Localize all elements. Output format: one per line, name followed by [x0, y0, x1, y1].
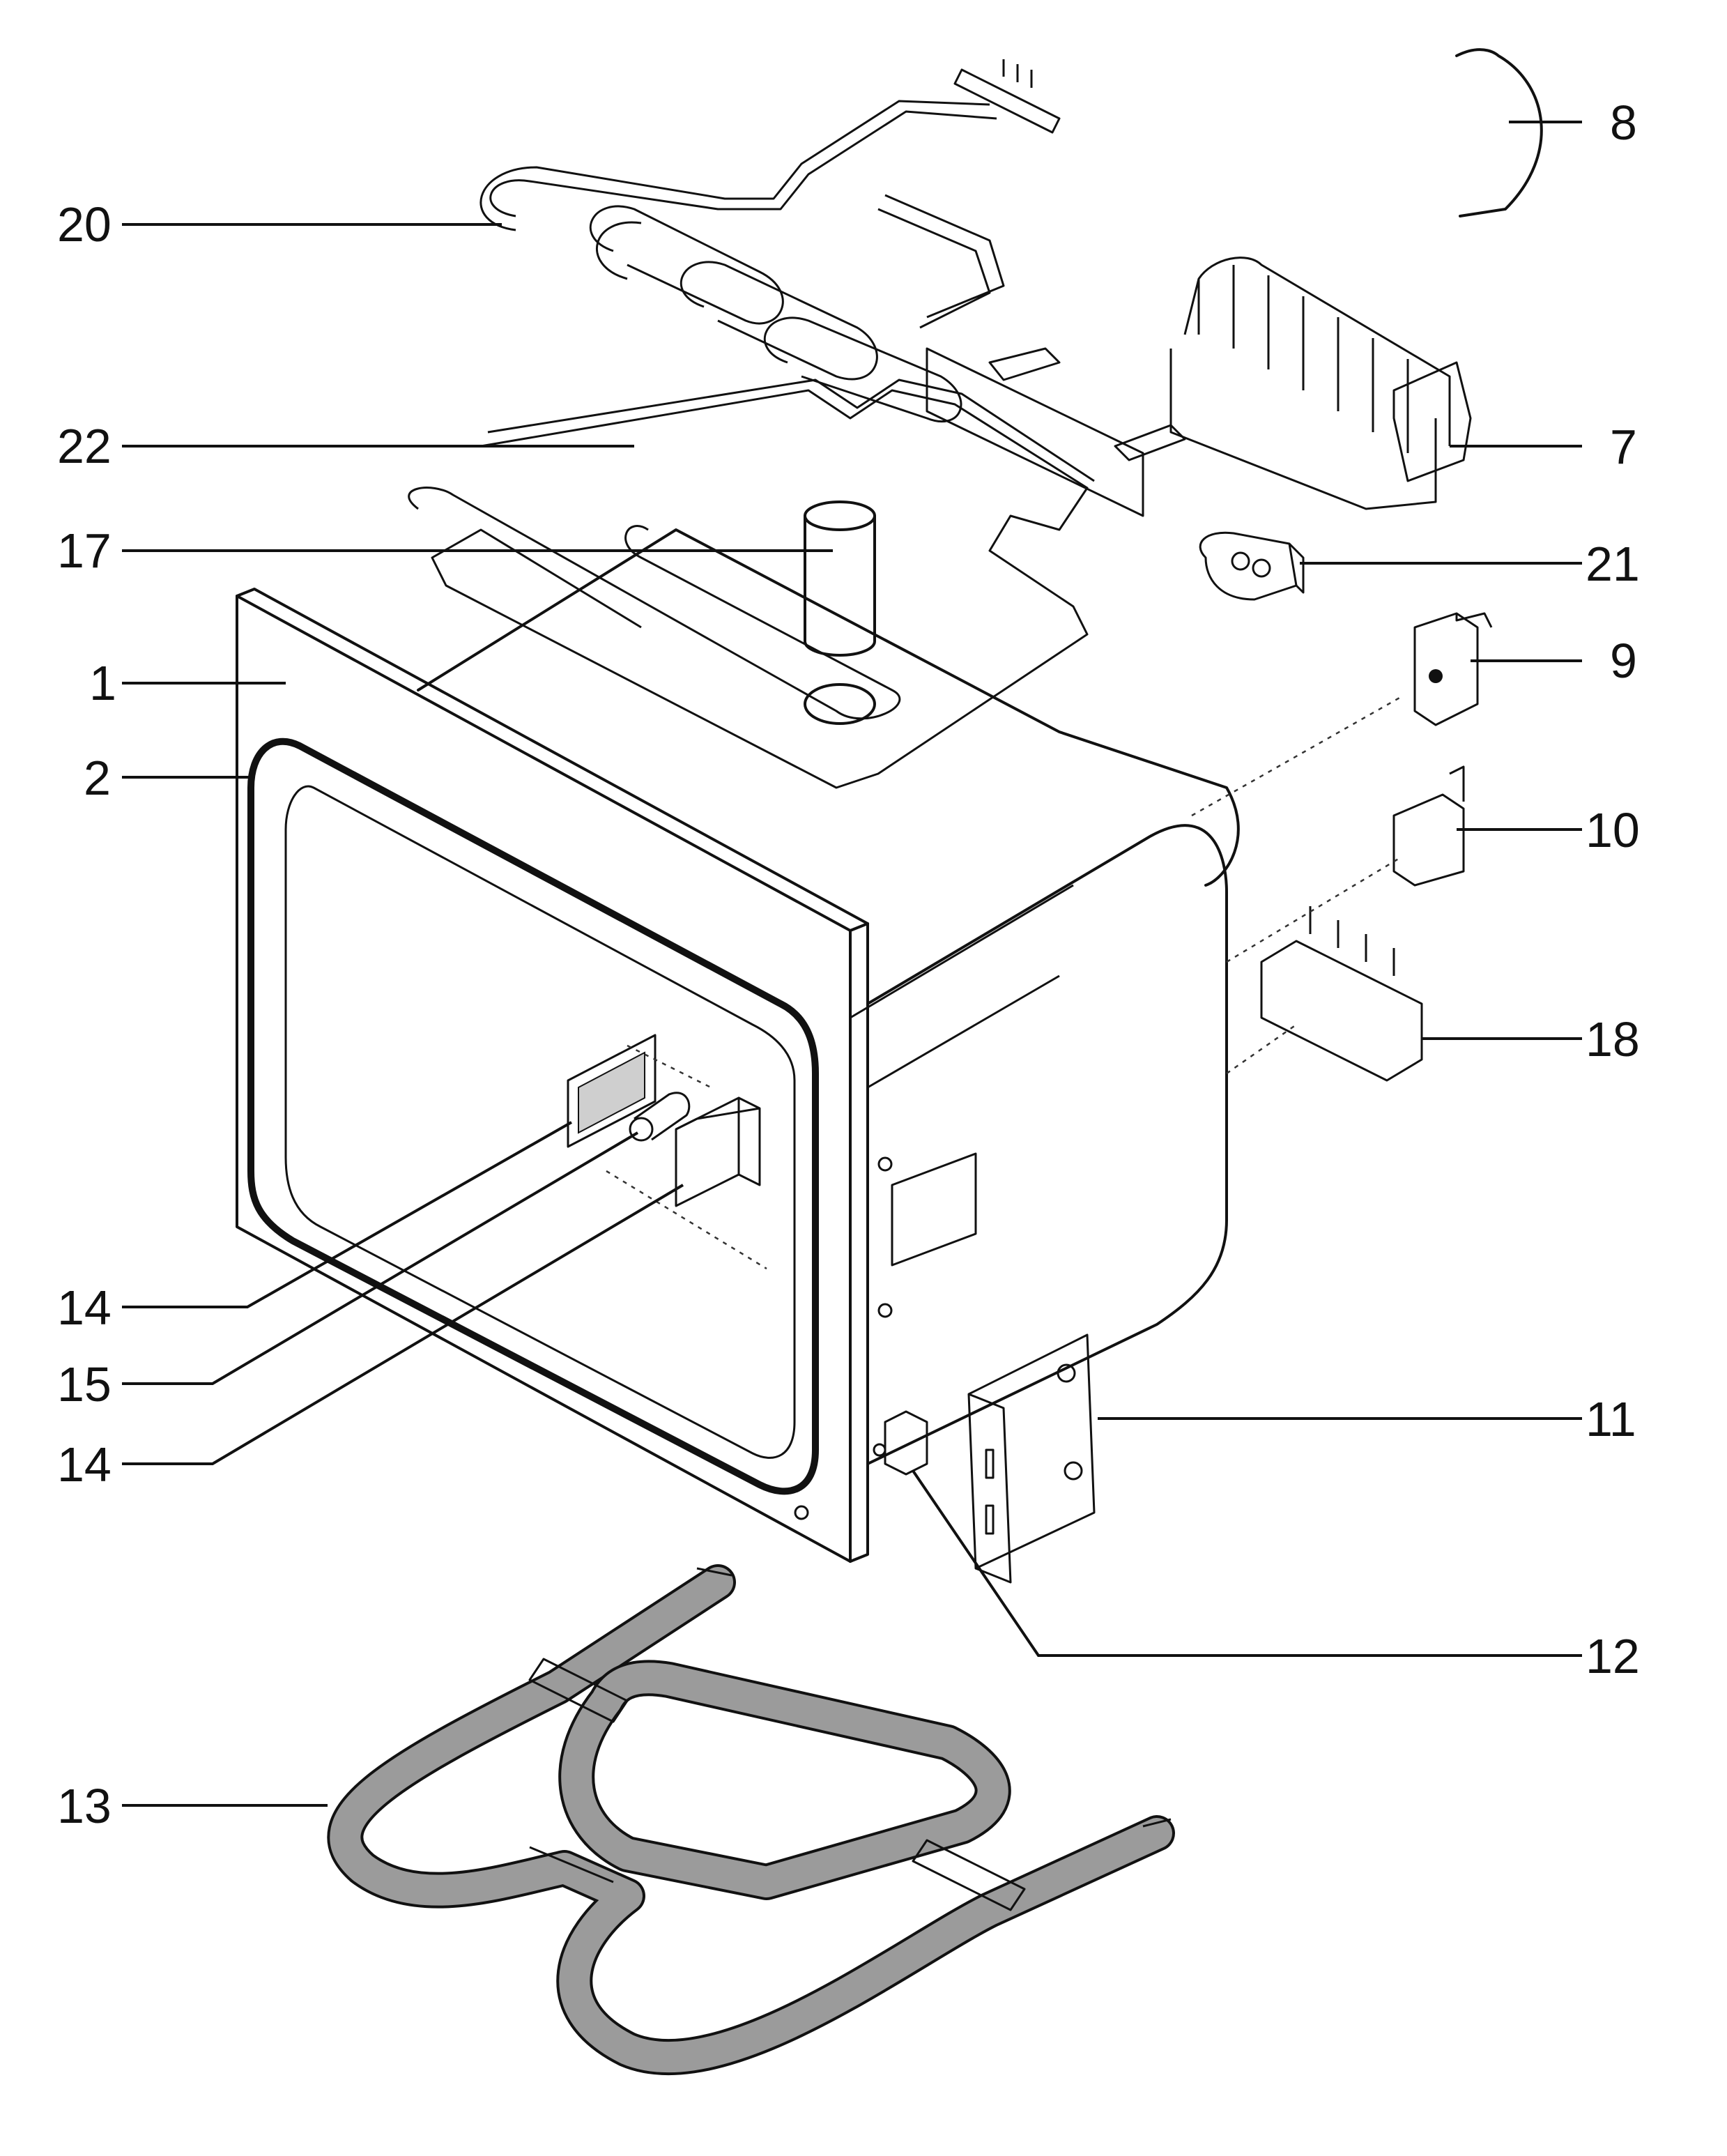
part-13-bottom-heating-element — [327, 1564, 1175, 2076]
leader-lines — [122, 121, 1582, 1807]
callout-11: 11 — [1586, 1392, 1636, 1446]
part-8-wire-clip — [1455, 48, 1543, 217]
callout-22: 22 — [57, 419, 112, 473]
callout-21: 21 — [1586, 537, 1640, 591]
part-22-bake-element — [408, 379, 1095, 789]
part-15-lamp — [629, 1092, 691, 1142]
assembly-guide-lines — [606, 696, 1402, 1270]
part-9-thermostat — [1413, 612, 1493, 726]
callout-10: 10 — [1586, 803, 1640, 857]
part-11-hinge-plate — [967, 1333, 1096, 1584]
part-1-oven-cavity — [236, 528, 1240, 1563]
callout-15: 15 — [57, 1357, 112, 1412]
part-21-connector — [1199, 531, 1305, 601]
callout-labels: 20 22 17 1 2 14 15 14 13 8 7 21 9 10 18 … — [57, 95, 1640, 1833]
callout-12: 12 — [1586, 1629, 1640, 1683]
part-7-fan-motor — [1169, 257, 1472, 510]
part-2-door-gasket — [247, 737, 819, 1495]
part-22-terminal-plate — [926, 347, 1186, 517]
callout-2: 2 — [84, 751, 111, 805]
callout-14-b: 14 — [57, 1437, 112, 1492]
callout-13: 13 — [57, 1779, 112, 1833]
part-20-upper-heating-element — [479, 59, 1061, 423]
part-14-switch — [675, 1096, 761, 1207]
callout-18: 18 — [1586, 1012, 1640, 1066]
callout-17: 17 — [57, 523, 112, 578]
part-12-door-switch — [873, 1410, 928, 1476]
callout-8: 8 — [1610, 95, 1637, 150]
callout-20: 20 — [57, 197, 112, 252]
callout-9: 9 — [1610, 634, 1637, 688]
callout-1: 1 — [89, 656, 116, 710]
callout-14-a: 14 — [57, 1280, 112, 1335]
part-10-safety-thermostat — [1392, 765, 1465, 887]
part-18-terminal-block — [1260, 906, 1423, 1082]
callout-7: 7 — [1610, 420, 1637, 474]
part-17-tube — [804, 500, 876, 725]
part-14-light-cover — [567, 1034, 657, 1148]
